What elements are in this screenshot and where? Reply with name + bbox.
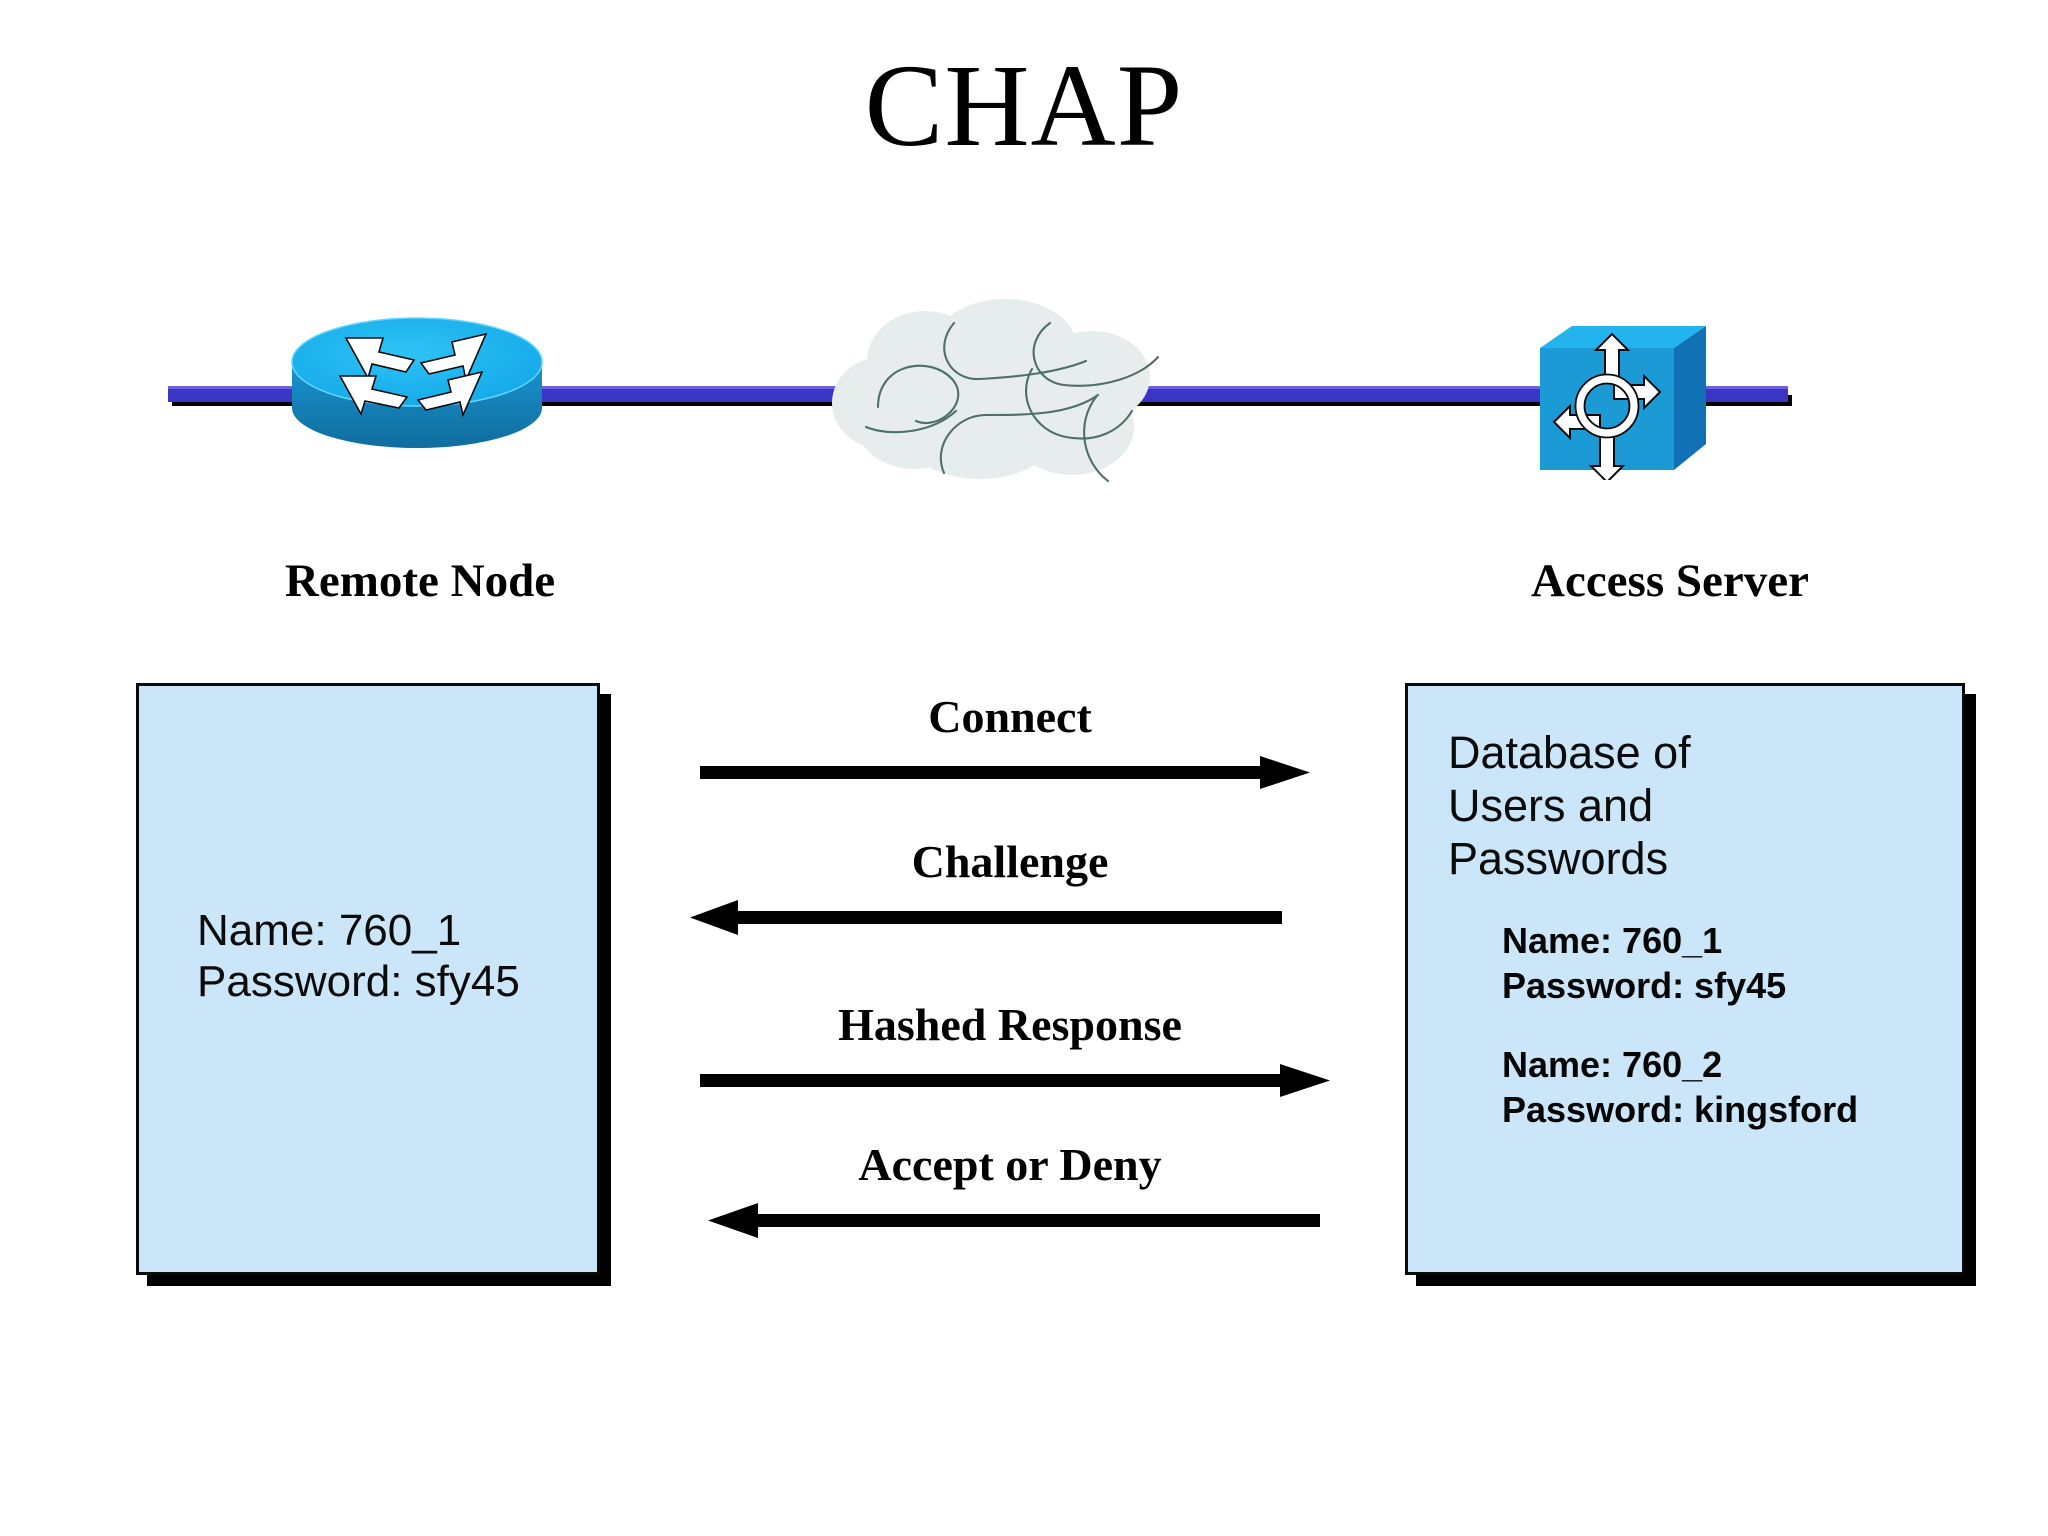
message-connect-label: Connect	[928, 691, 1092, 742]
access-server-switch-icon	[1534, 320, 1714, 484]
page-title: CHAP	[864, 40, 1184, 171]
database-entry-list: Name: 760_1 Password: sfy45 Name: 760_2 …	[1502, 918, 1858, 1132]
message-accept-or-deny-label: Accept or Deny	[858, 1139, 1162, 1190]
list-item: Name: 760_1 Password: sfy45	[1502, 918, 1858, 1008]
db-entry-password: Password: sfy45	[1502, 965, 1787, 1006]
arrow-right-icon	[700, 752, 1310, 794]
remote-node-panel: Name: 760_1 Password: sfy45	[136, 683, 600, 1275]
database-heading-line-1: Database of	[1448, 727, 1691, 778]
access-server-caption: Access Server	[1531, 555, 1809, 607]
message-hashed-response-label: Hashed Response	[838, 999, 1182, 1050]
arrow-left-icon	[690, 897, 1282, 939]
remote-name-line: Name: 760_1	[197, 906, 462, 955]
arrow-left-icon	[708, 1200, 1320, 1242]
db-entry-password: Password: kingsford	[1502, 1089, 1859, 1130]
db-entry-name: Name: 760_2	[1502, 1044, 1723, 1085]
arrow-right-icon	[700, 1060, 1330, 1102]
message-accept-or-deny: Accept or Deny	[690, 1138, 1330, 1256]
list-item: Name: 760_2 Password: kingsford	[1502, 1042, 1858, 1132]
message-connect: Connect	[690, 690, 1330, 808]
access-server-panel: Database of Users and Passwords Name: 76…	[1405, 683, 1965, 1275]
database-heading-line-3: Passwords	[1448, 833, 1669, 885]
message-hashed-response: Hashed Response	[690, 998, 1330, 1116]
remote-node-caption: Remote Node	[284, 555, 556, 607]
remote-password-line: Password: sfy45	[197, 956, 520, 1006]
database-heading: Database of Users and Passwords	[1448, 726, 1691, 885]
network-cloud-icon	[820, 285, 1160, 485]
message-challenge: Challenge	[690, 835, 1330, 953]
db-entry-name: Name: 760_1	[1502, 920, 1723, 961]
message-challenge-label: Challenge	[911, 836, 1109, 887]
remote-credentials: Name: 760_1 Password: sfy45	[197, 906, 520, 1007]
router-icon	[286, 300, 548, 460]
database-heading-line-2: Users and	[1448, 780, 1654, 832]
